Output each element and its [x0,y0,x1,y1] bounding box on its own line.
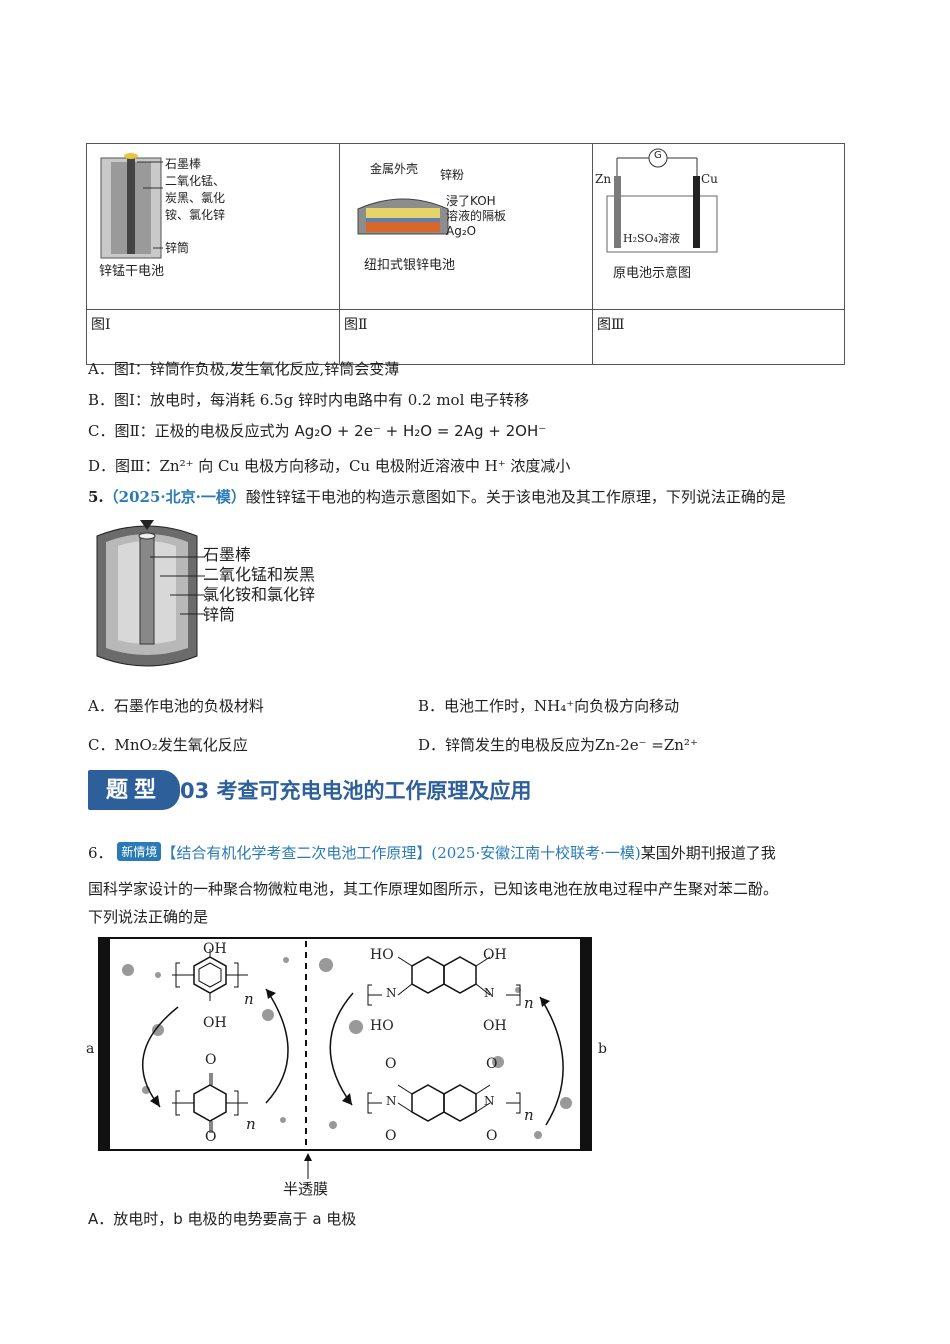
q6-right-sub-bottom: n [524,1106,534,1124]
q6-electrode-b: b [598,1041,607,1057]
q6-badge: 新情境 [117,842,162,861]
q5-source: （2025·北京·一模） [103,488,246,506]
fig1-label-mno2: 二氧化锰、 [165,174,226,188]
figure-table: 石墨棒 二氧化锰、 炭黑、氯化 铵、氯化锌 锌筒 锌锰干电池 金属外壳 锌粉 浸… [86,143,845,365]
fig2-label-separator: 溶液的隔板 [446,209,507,223]
q6-right-o-2: O [486,1056,498,1072]
q6-option-a: A．放电时，b 电极的电势要高于 a 电极 [88,1210,357,1228]
q5-fig-label-zinc: 锌筒 [203,605,236,624]
q5-fig-label-graphite: 石墨棒 [203,545,252,564]
q6-battery-figure [98,937,592,1151]
q5-fig-label-mno2: 二氧化锰和炭黑 [203,565,316,584]
fig1-label-carbon: 炭黑、氯化 [165,191,226,205]
fig2-label-koh: 浸了KOH [446,194,496,208]
q6-stem-line2: 国科学家设计的一种聚合物微粒电池，其工作原理如图所示，已知该电池在放电过程中产生… [88,880,779,898]
fig1-label-cell: 图Ⅰ [86,309,340,365]
q5-fig-label-nh4cl: 氯化铵和氯化锌 [203,585,316,604]
fig1-label-graphite: 石墨棒 [165,157,202,171]
q6-electrode-a: a [86,1041,95,1057]
q6-right-n-right-top: N [484,986,495,1000]
q4-option-d: D．图Ⅲ：Zn²⁺ 向 Cu 电极方向移动，Cu 电极附近溶液中 H⁺ 浓度减小 [88,457,571,475]
q6-right-ho-top: HO [370,947,394,963]
section-tag: 题型 [88,770,180,810]
q6-membrane-arrow [304,1153,312,1179]
q6-topic: 【结合有机化学考查二次电池工作原理】 [161,844,432,862]
q5-option-d: D．锌筒发生的电极反应为Zn-2e⁻ =Zn²⁺ [418,736,698,754]
q6-left-n-top: n [244,990,254,1008]
fig3-label-cell: 图Ⅲ [592,309,845,365]
q6-membrane-label: 半透膜 [283,1180,329,1198]
fig3-zn: Zn [595,172,612,186]
section-title: 03 考查可充电电池的工作原理及应用 [180,779,532,803]
q5-option-c: C．MnO₂发生氧化反应 [88,736,248,754]
fig1-caption: 锌锰干电池 [99,264,165,279]
q4-option-c-text: C．图Ⅱ：正极的电极反应式为 [88,422,290,440]
q6-left-o-bottom: O [205,1129,217,1145]
q5-leader-lines [150,556,205,615]
q6-right-o-1: O [385,1056,397,1072]
fig2-label-cell: 图Ⅱ [339,309,593,365]
fig3-meter: G [654,150,662,161]
q6-stem-line1: 6． 新情境【结合有机化学考查二次电池工作原理】(2025·安徽江南十校联考·一… [88,842,776,863]
q5-option-a: A．石墨作电池的负极材料 [88,697,264,715]
fig2-label-shell: 金属外壳 [370,162,419,176]
q6-right-sub-top: n [524,994,534,1012]
q5-battery-figure [96,520,198,667]
q5-number: 5. [88,488,104,506]
q4-option-b: B．图Ⅰ：放电时，每消耗 6.5g 锌时内电路中有 0.2 mol 电子转移 [88,391,530,409]
q6-right-o-4: O [486,1128,498,1144]
q5-stem: 5.（2025·北京·一模）酸性锌锰干电池的构造示意图如下。关于该电池及其工作原… [88,486,786,507]
q4-option-c-formula: Ag₂O + 2e⁻ + H₂O = 2Ag + 2OH⁻ [294,422,547,440]
q6-left-o-top: O [205,1052,217,1068]
q6-stem-line3: 下列说法正确的是 [88,908,209,926]
q6-right-n-left-top: N [386,986,397,1000]
galvanic-cell-figure [606,148,718,253]
q6-right-oh-bottom: OH [483,1018,507,1034]
q6-right-n-left-bottom: N [386,1094,397,1108]
fig1-label-nh4cl: 铵、氯化锌 [165,208,226,222]
q6-source: (2025·安徽江南十校联考·一模) [431,844,641,862]
q6-right-o-3: O [385,1128,397,1144]
fig2-cell: 金属外壳 锌粉 浸了KOH 溶液的隔板 Ag₂O 纽扣式银锌电池 [339,143,593,310]
fig2-label-zn-powder: 锌粉 [440,168,465,182]
zn-mn-battery-figure [100,153,163,259]
q4-option-a: A．图Ⅰ：锌筒作负极,发生氧化反应,锌筒会变薄 [88,360,400,378]
section-banner: 题型 03 考查可充电电池的工作原理及应用 [88,770,558,810]
fig1-cell: 石墨棒 二氧化锰、 炭黑、氯化 铵、氯化锌 锌筒 锌锰干电池 [86,143,340,310]
q6-right-oh-top: OH [483,947,507,963]
fig3-cell: G Zn Cu H₂SO₄溶液 原电池示意图 [592,143,845,310]
fig1-label-zinc: 锌筒 [165,241,190,255]
q6-stem1: 某国外期刊报道了我 [640,844,776,862]
q6-left-oh-top: OH [203,941,227,957]
button-battery-figure [357,198,449,235]
q6-number: 6． [88,844,113,862]
fig3-cu: Cu [701,172,718,186]
q6-left-oh-bottom: OH [203,1015,227,1031]
fig3-caption: 原电池示意图 [613,266,692,281]
fig3-solution: H₂SO₄溶液 [623,232,680,245]
q6-right-n-right-bottom: N [484,1094,495,1108]
fig2-caption: 纽扣式银锌电池 [364,258,456,273]
q5-stem-text: 酸性锌锰干电池的构造示意图如下。关于该电池及其工作原理，下列说法正确的是 [245,488,786,506]
fig2-label-ag2o: Ag₂O [446,224,477,238]
q4-option-c: C．图Ⅱ：正极的电极反应式为 Ag₂O + 2e⁻ + H₂O = 2Ag + … [88,420,546,441]
q5-option-b: B．电池工作时，NH₄⁺向负极方向移动 [418,697,680,715]
q6-left-n-bottom: n [246,1115,256,1133]
q6-right-ho-bottom: HO [370,1018,394,1034]
